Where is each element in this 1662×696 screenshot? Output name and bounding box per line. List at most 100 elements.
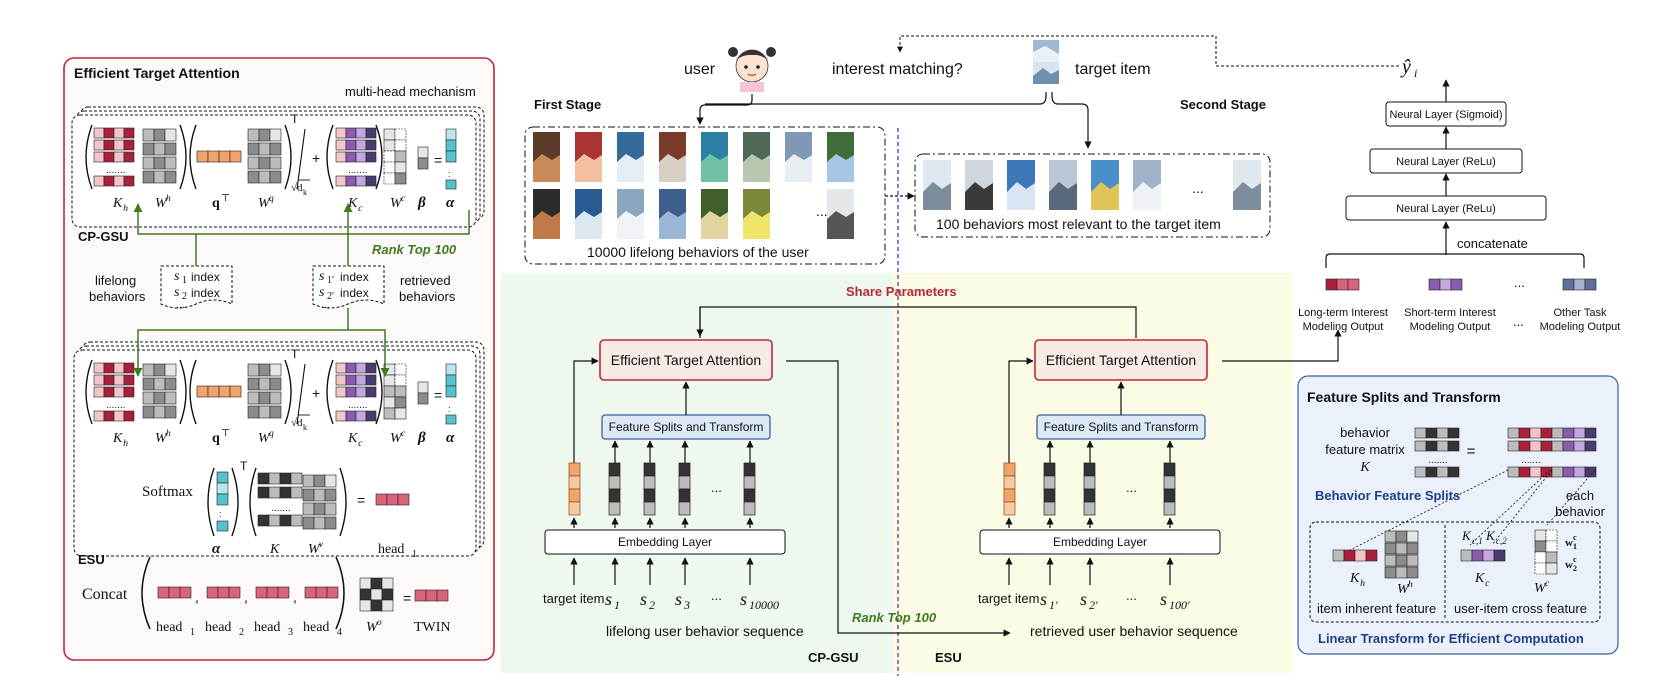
behavior-thumbnail (617, 189, 644, 239)
svg-text:,: , (195, 589, 199, 605)
relevant-thumbnail (1233, 160, 1261, 210)
embedding-layer (544, 529, 786, 555)
behavior-thumbnail (743, 189, 770, 239)
left-panel-title: Efficient Target Attention (74, 65, 240, 81)
svg-text:head: head (254, 620, 280, 635)
target-item-icon (1033, 40, 1059, 84)
svg-text:head: head (303, 620, 329, 635)
behavior-thumbnail (659, 132, 686, 182)
target-embedding-cell (1003, 475, 1016, 490)
svg-text:k: k (303, 188, 307, 197)
svg-text:q: q (212, 196, 220, 211)
svg-text:W: W (1534, 581, 1547, 596)
svg-text:1: 1 (614, 598, 620, 612)
cp-gsu-label: CP-GSU (78, 229, 129, 244)
svg-text::: : (448, 169, 451, 179)
y-hat: ŷ (1400, 56, 1411, 78)
interest-matching-label: interest matching? (832, 61, 963, 78)
svg-text:α: α (446, 430, 455, 446)
svg-text:c: c (358, 438, 363, 449)
svg-text:β: β (417, 195, 426, 211)
svg-text:index: index (191, 286, 220, 300)
svg-text:Short-term Interest: Short-term Interest (1404, 307, 1496, 319)
svg-text:head: head (156, 620, 182, 635)
svg-text:h: h (123, 203, 128, 214)
cp-gsu-region (501, 273, 893, 673)
thumbnail-ellipsis: ... (1192, 180, 1204, 196)
svg-text:target item: target item (978, 591, 1039, 606)
svg-text:.......: ....... (348, 165, 367, 176)
svg-text:Modeling Output: Modeling Output (1540, 321, 1621, 333)
multihead-label: multi-head mechanism (345, 84, 476, 99)
svg-text:behavior: behavior (1340, 425, 1391, 440)
behavior-embedding-cell (1163, 462, 1176, 477)
relevant-thumbnail (1133, 160, 1161, 210)
behavior-embedding-cell (1163, 488, 1176, 503)
svg-text:Efficient Target Attention: Efficient Target Attention (1046, 352, 1196, 368)
behavior-embedding-cell (643, 462, 656, 477)
behavior-embedding-cell (608, 462, 621, 477)
svg-text:...: ... (711, 480, 722, 495)
behavior-thumbnail (659, 189, 686, 239)
svg-text:W: W (390, 431, 403, 446)
behavior-thumbnail (575, 189, 602, 239)
svg-text:c: c (358, 203, 363, 214)
svg-text:+: + (312, 385, 320, 401)
svg-text:W: W (258, 431, 271, 446)
relevant-thumbnails: ... (923, 160, 1261, 210)
svg-text:W: W (258, 196, 271, 211)
svg-text:Neural Layer (ReLu): Neural Layer (ReLu) (1396, 203, 1496, 215)
rank-top-arrow (786, 360, 1011, 637)
svg-text:=: = (403, 590, 411, 606)
svg-text:...: ... (1513, 314, 1524, 329)
svg-text:⊤: ⊤ (221, 428, 230, 439)
item-inherent-label: item inherent feature (1317, 601, 1436, 616)
svg-text:c: c (1573, 555, 1577, 564)
behavior-embedding-cell (743, 462, 756, 477)
svg-text:K: K (1485, 528, 1496, 543)
eta-block (599, 339, 773, 381)
svg-text:Embedding Layer: Embedding Layer (1053, 535, 1147, 549)
svg-text:c: c (1573, 533, 1577, 542)
svg-text:index: index (340, 270, 369, 284)
svg-text:W: W (390, 196, 403, 211)
behavior-embedding-cell (1043, 501, 1056, 516)
right-sequence-caption: retrieved user behavior sequence (1030, 623, 1238, 639)
svg-text:2: 2 (239, 627, 244, 638)
concatenate-brace (1325, 253, 1585, 268)
rank-top-left: Rank Top 100 (372, 242, 457, 257)
svg-text:2: 2 (182, 291, 187, 302)
svg-text:T: T (240, 459, 248, 473)
svg-text:K: K (347, 431, 358, 446)
behavior-embedding-cell (608, 488, 621, 503)
fst-panel: Feature Splits and Transform behavior fe… (1297, 375, 1619, 655)
left-panel: Efficient Target Attention multi-head me… (63, 57, 495, 661)
svg-text:h: h (1360, 578, 1365, 589)
behavior-embedding-cell (1083, 462, 1096, 477)
svg-text:100′: 100′ (1169, 598, 1190, 612)
svg-text:√d: √d (291, 417, 303, 429)
svg-text:2′: 2′ (1089, 598, 1098, 612)
svg-text:K: K (347, 196, 358, 211)
behavior-thumbnail (617, 132, 644, 182)
behavior-thumbnail (575, 132, 602, 182)
fst-panel-title: Feature Splits and Transform (1307, 389, 1501, 405)
svg-text:s: s (675, 589, 682, 609)
svg-text:s: s (319, 285, 325, 300)
esu-label: ESU (78, 552, 105, 567)
svg-text:s: s (319, 269, 325, 284)
behavior-embedding-cell (678, 488, 691, 503)
svg-text:W: W (155, 196, 168, 211)
svg-text:...: ... (176, 299, 185, 311)
top-section: user interest matching? target item ŷ i … (524, 35, 1417, 265)
concatenate-label: concatenate (1457, 236, 1528, 251)
svg-text:v: v (319, 539, 324, 550)
retrieved-index-box (312, 265, 385, 309)
target-embedding-cell (568, 462, 581, 477)
svg-text:...: ... (321, 299, 330, 311)
